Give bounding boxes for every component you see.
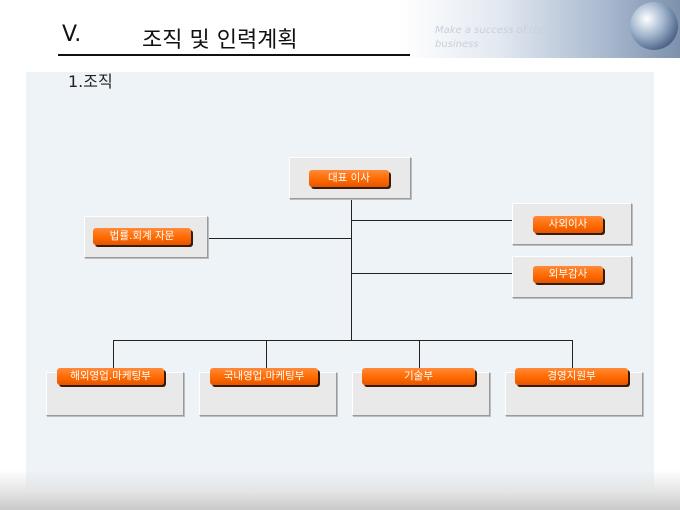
label-department: 경영지원부 <box>515 368 628 385</box>
connector-dept-4 <box>572 340 573 372</box>
connector-dept-1 <box>113 340 114 372</box>
title-rule <box>58 54 410 56</box>
label-department: 기술부 <box>362 368 475 385</box>
connector-advisory <box>206 238 352 239</box>
node-external-auditor <box>512 256 632 298</box>
section-title: 조직 및 인력계획 <box>142 28 298 53</box>
label-external-auditor: 외부감사 <box>533 266 603 283</box>
label-outside-director: 사외이사 <box>533 216 603 233</box>
label-department: 해외영업.마케팅부 <box>57 368 164 385</box>
section-number: V. <box>62 22 82 47</box>
connector-outside-director <box>351 220 512 221</box>
label-ceo: 대표 이사 <box>309 170 389 187</box>
globe-icon <box>630 2 678 50</box>
connector-external-auditor <box>351 273 512 274</box>
subtitle: 1.조직 <box>68 72 113 91</box>
connector-dept-2 <box>266 340 267 372</box>
connector-ceo-trunk <box>351 198 352 341</box>
connector-dept-3 <box>419 340 420 372</box>
label-advisory: 법률.회계 자문 <box>93 228 191 245</box>
connector-dept-bus <box>113 340 573 341</box>
label-department: 국내영업.마케팅부 <box>210 368 318 385</box>
banner-tagline: Make a success of the business <box>435 25 546 50</box>
bottom-fade <box>0 470 680 510</box>
